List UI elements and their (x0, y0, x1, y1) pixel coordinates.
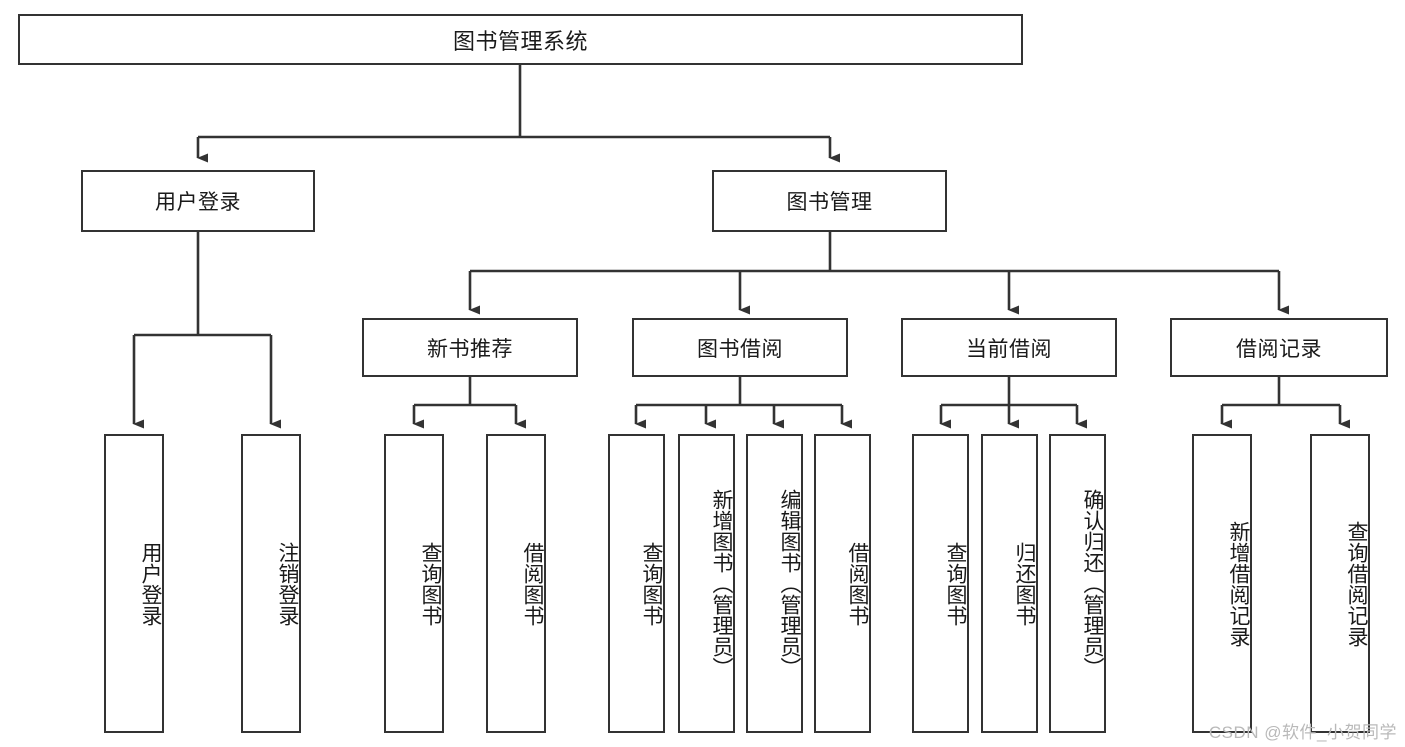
watermark-text: CSDN @软件_小贺同学 (1208, 723, 1397, 742)
node-label: 编辑图书（管理员） (778, 489, 801, 678)
node-label: 图书管理系统 (452, 28, 588, 54)
node-label: 查询图书 (944, 541, 967, 626)
node-current-borrow[interactable]: 当前借阅 (901, 318, 1117, 377)
leaf-records-add-record[interactable]: 新增借阅记录 (1192, 434, 1252, 733)
node-book-management[interactable]: 图书管理 (712, 170, 947, 232)
node-label: 用户登录 (155, 191, 241, 214)
leaf-borrow-borrow-book[interactable]: 借阅图书 (814, 434, 871, 733)
node-label: 查询图书 (419, 541, 442, 626)
node-label: 用户登录 (139, 541, 162, 626)
node-new-book-recommend[interactable]: 新书推荐 (362, 318, 578, 377)
node-label: 图书借阅 (697, 337, 783, 361)
node-borrow-records[interactable]: 借阅记录 (1170, 318, 1388, 377)
node-label: 图书管理 (786, 191, 873, 214)
node-root-system[interactable]: 图书管理系统 (18, 14, 1023, 65)
node-label: 新书推荐 (427, 337, 513, 361)
leaf-borrow-query-book[interactable]: 查询图书 (608, 434, 665, 733)
node-label: 查询图书 (640, 541, 663, 626)
node-label: 当前借阅 (966, 337, 1052, 361)
node-label: 新增借阅记录 (1227, 520, 1250, 647)
leaf-user-login-logout[interactable]: 注销登录 (241, 434, 301, 733)
leaf-borrow-edit-book-admin[interactable]: 编辑图书（管理员） (746, 434, 803, 733)
leaf-recommend-borrow-book[interactable]: 借阅图书 (486, 434, 546, 733)
node-label: 新增图书（管理员） (710, 489, 733, 678)
leaf-current-return-book[interactable]: 归还图书 (981, 434, 1038, 733)
leaf-user-login-login[interactable]: 用户登录 (104, 434, 164, 733)
node-book-borrow[interactable]: 图书借阅 (632, 318, 848, 377)
node-label: 借阅记录 (1236, 337, 1322, 361)
leaf-records-query-record[interactable]: 查询借阅记录 (1310, 434, 1370, 733)
node-label: 借阅图书 (846, 541, 869, 626)
leaf-borrow-add-book-admin[interactable]: 新增图书（管理员） (678, 434, 735, 733)
node-user-login[interactable]: 用户登录 (81, 170, 315, 232)
node-label: 借阅图书 (521, 541, 544, 626)
node-label: 确认归还（管理员） (1081, 489, 1104, 678)
node-label: 归还图书 (1013, 541, 1036, 626)
leaf-recommend-query-book[interactable]: 查询图书 (384, 434, 444, 733)
node-label: 查询借阅记录 (1345, 520, 1368, 647)
leaf-current-query-book[interactable]: 查询图书 (912, 434, 969, 733)
node-label: 注销登录 (276, 541, 299, 626)
leaf-current-confirm-return-admin[interactable]: 确认归还（管理员） (1049, 434, 1106, 733)
